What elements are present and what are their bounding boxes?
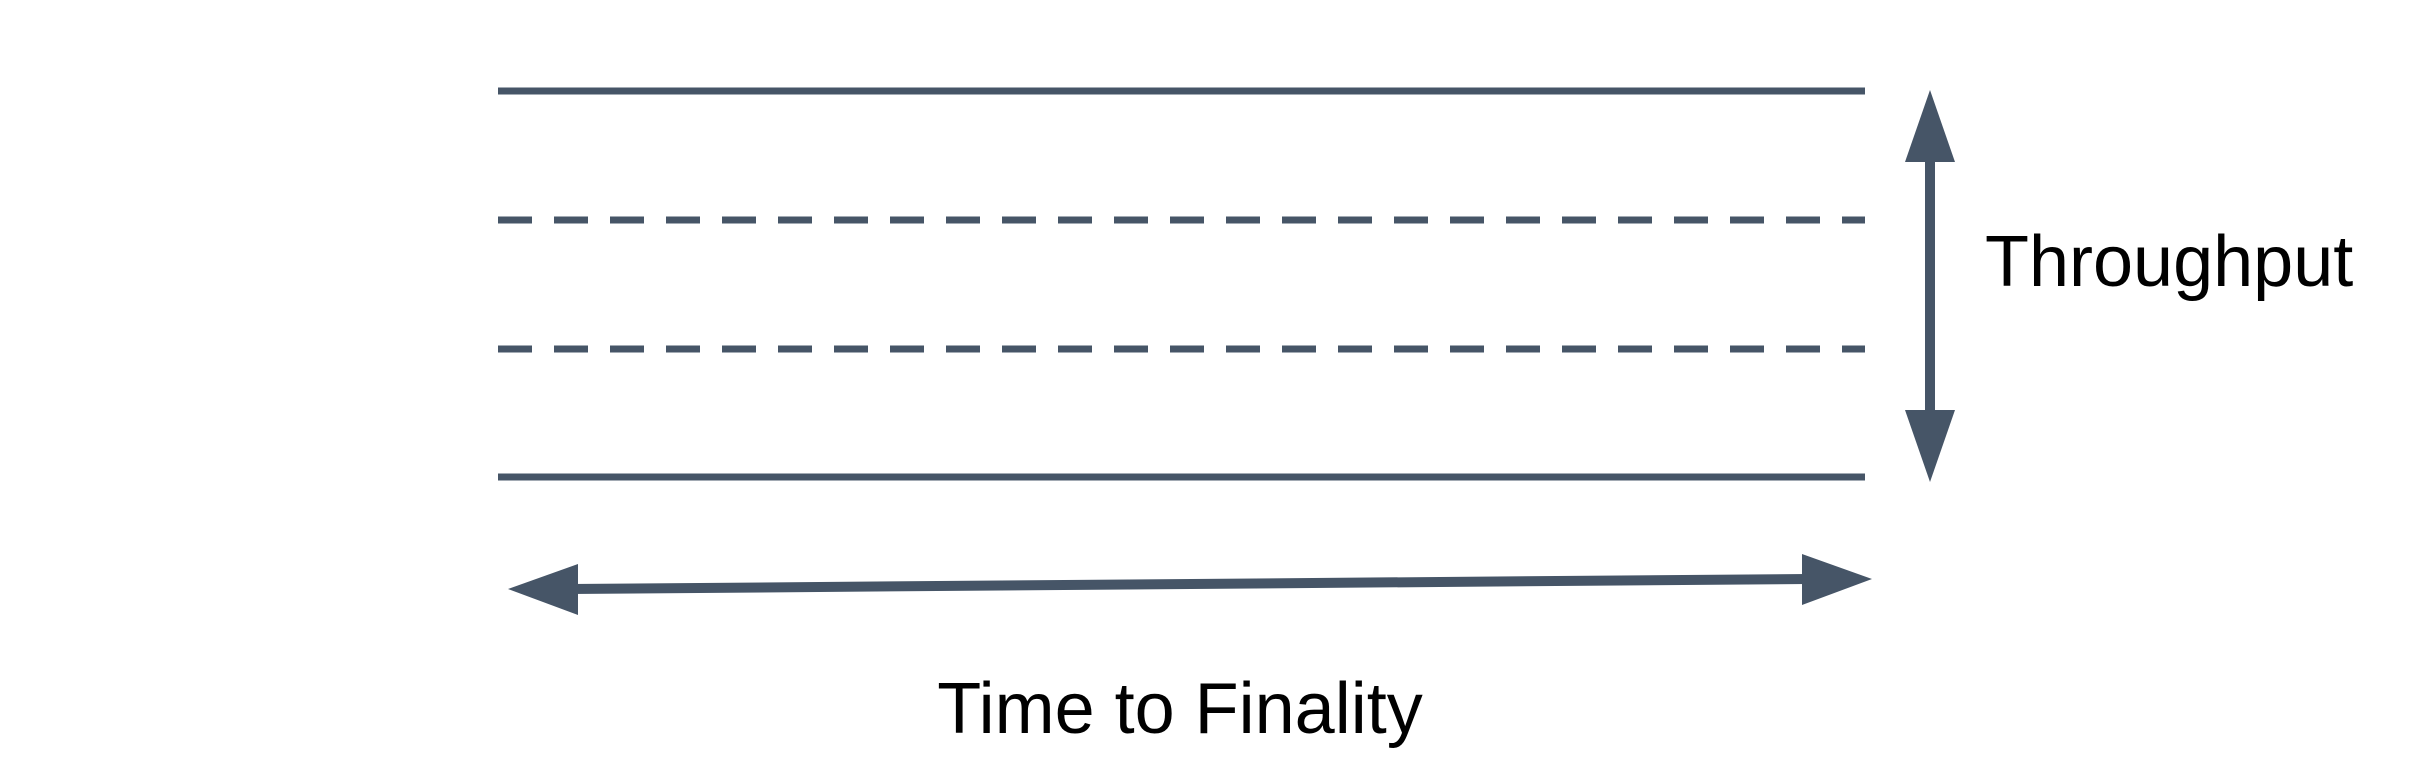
time-to-finality-arrow-head-right <box>1802 554 1872 605</box>
throughput-arrow-head-down <box>1905 410 1955 482</box>
time-to-finality-arrow-shaft <box>569 574 1809 594</box>
time-to-finality-arrow <box>508 554 1872 615</box>
throughput-label: Throughput <box>1985 222 2353 302</box>
time-to-finality-label: Time to Finality <box>937 669 1422 749</box>
throughput-arrow-head-up <box>1905 90 1955 162</box>
time-to-finality-arrow-head-left <box>508 564 578 615</box>
throughput-arrow <box>1905 90 1955 482</box>
